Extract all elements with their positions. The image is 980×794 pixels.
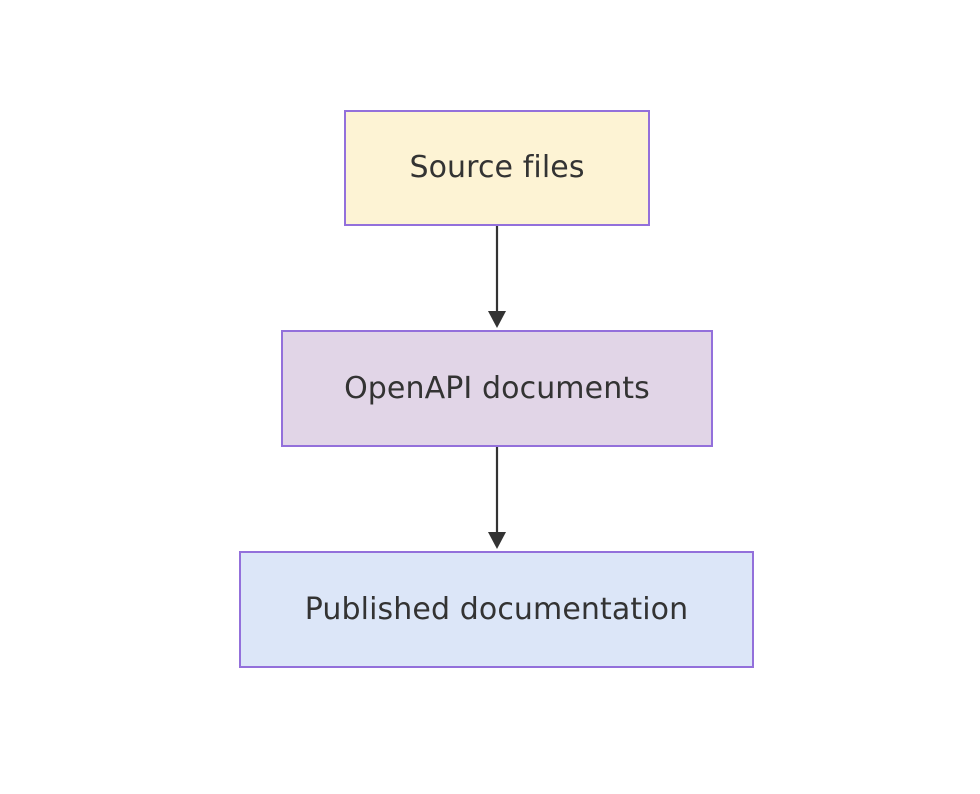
flowchart-node-openapi-documents-label: OpenAPI documents [344,370,650,406]
flowchart-node-published-documentation-label: Published documentation [304,591,689,627]
flowchart-node-source-files-label: Source files [409,150,585,185]
edge-openapi-to-published-arrowhead [488,532,506,549]
flowchart-node-source-files[interactable]: Source files [344,110,650,226]
edge-source-to-openapi [488,226,506,328]
flowchart-node-openapi-documents[interactable]: OpenAPI documents [281,330,713,447]
edge-openapi-to-published [488,447,506,549]
flowchart-node-published-documentation[interactable]: Published documentation [239,551,754,668]
edge-source-to-openapi-arrowhead [488,311,506,328]
